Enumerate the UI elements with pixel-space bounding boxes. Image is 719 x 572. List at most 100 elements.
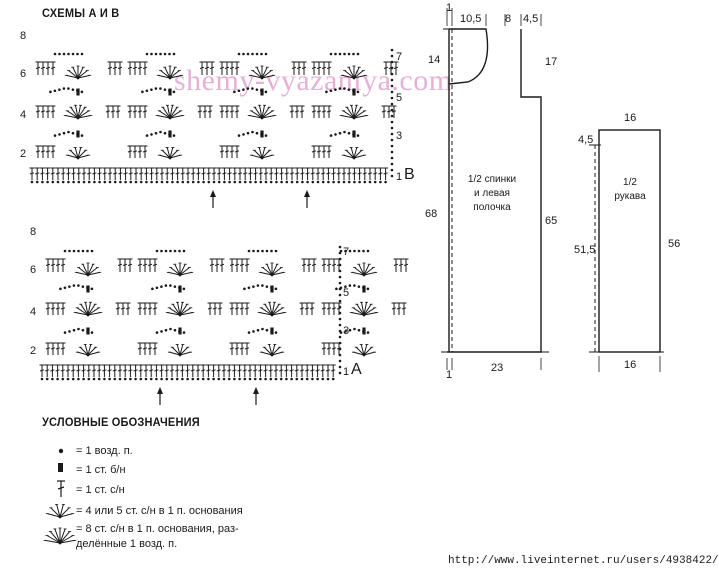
- fan-symbol: [341, 146, 367, 160]
- back-outline: [448, 28, 489, 85]
- chain-dot: [390, 144, 394, 148]
- chain-dot: [353, 284, 356, 287]
- chain-dot: [344, 249, 347, 253]
- chain-dot: [207, 180, 211, 184]
- chain-dot: [164, 249, 168, 253]
- double-crochet-symbol: [127, 105, 133, 118]
- double-crochet-symbol: [229, 145, 235, 158]
- double-crochet-symbol: [29, 167, 35, 180]
- chain-dot: [197, 180, 200, 184]
- chain-dot: [150, 133, 153, 136]
- double-crochet-symbol: [321, 145, 327, 158]
- chain-dot: [108, 377, 111, 381]
- sleeve-dim-top: 16: [624, 112, 637, 124]
- sleeve-dim-height-left: 51,5: [574, 244, 596, 256]
- double-crochet-symbol: [391, 302, 397, 315]
- double-crochet-symbol: [45, 342, 51, 355]
- chain-dot: [368, 180, 372, 184]
- chain-dot: [243, 180, 247, 184]
- double-crochet-symbol: [112, 61, 118, 75]
- double-crochet-symbol: [234, 258, 240, 272]
- double-crochet-symbol: [65, 364, 71, 377]
- chain-dot: [62, 52, 66, 56]
- double-crochet-symbol: [96, 364, 102, 377]
- chain-dot: [243, 287, 246, 291]
- fan-symbol: [64, 65, 92, 80]
- double-crochet-symbol: [159, 364, 165, 377]
- chain-dot: [46, 180, 49, 184]
- double-crochet-symbol: [315, 364, 321, 377]
- chain-dot: [343, 87, 346, 90]
- chain-dot: [233, 180, 237, 184]
- chain-dot: [90, 287, 94, 291]
- chain-dot: [233, 377, 236, 381]
- chain-dot: [58, 133, 61, 136]
- double-crochet-symbol: [60, 258, 66, 272]
- chain-dot: [81, 328, 85, 332]
- chain-dot: [338, 335, 342, 339]
- double-crochet-symbol: [258, 167, 264, 180]
- chain-dot: [390, 96, 394, 100]
- double-crochet-symbol: [336, 167, 342, 180]
- double-crochet-symbol: [211, 364, 217, 377]
- legend-item-fan-large: = 8 ст. с/н в 1 п. основания, раз-: [76, 523, 239, 535]
- repeat-arrow: [253, 387, 259, 405]
- double-crochet-symbol: [306, 258, 312, 272]
- chain-dot: [81, 249, 85, 253]
- double-crochet-symbol: [55, 302, 61, 315]
- chain-dot: [53, 134, 57, 137]
- chain-dot: [71, 131, 75, 135]
- double-crochet-symbol: [326, 105, 332, 118]
- chain-dot: [129, 180, 133, 184]
- chain-dot: [61, 377, 65, 381]
- double-crochet-symbol: [102, 167, 108, 180]
- chain-dot: [338, 359, 342, 363]
- chain-dot: [159, 130, 162, 134]
- chain-dot: [68, 330, 71, 333]
- double-crochet-symbol: [154, 167, 160, 180]
- double-crochet-symbol: [279, 167, 285, 180]
- double-crochet-symbol: [252, 364, 258, 377]
- double-crochet-symbol: [321, 258, 327, 272]
- chain-dot: [251, 52, 254, 56]
- chain-dot: [97, 377, 101, 381]
- double-crochet-symbol: [216, 364, 222, 377]
- chain-dot: [390, 138, 394, 142]
- chain-dot: [311, 377, 314, 381]
- double-crochet-symbol: [294, 364, 300, 377]
- fan-symbol: [63, 104, 93, 120]
- chain-dot: [338, 245, 342, 249]
- source-url[interactable]: http://www.liveinternet.ru/users/4938422…: [448, 555, 719, 567]
- chain-dot: [90, 249, 94, 253]
- double-crochet-symbol: [289, 105, 295, 118]
- chain-dot: [348, 249, 352, 253]
- chain-dot: [155, 331, 159, 334]
- double-crochet-symbol: [321, 342, 327, 355]
- chain-dot: [338, 269, 342, 273]
- double-crochet-symbol: [209, 258, 215, 272]
- chain-dot: [186, 180, 190, 184]
- chain-dot: [279, 377, 283, 381]
- chain-dot: [175, 377, 179, 381]
- chain-dot: [80, 90, 84, 94]
- fan-symbol: [157, 146, 183, 160]
- chain-dot: [259, 180, 263, 184]
- chain-dot: [301, 180, 304, 184]
- double-crochet-symbol: [362, 167, 368, 180]
- double-crochet-symbol: [60, 364, 66, 377]
- chain-dot: [67, 130, 70, 134]
- chain-dot: [334, 133, 337, 136]
- fan-symbol: [167, 343, 193, 357]
- double-crochet-symbol: [244, 302, 250, 315]
- chain-dot: [327, 180, 330, 184]
- double-crochet-symbol: [207, 105, 213, 118]
- double-crochet-symbol: [81, 364, 87, 377]
- single-crochet-mark: [362, 327, 366, 335]
- back-dim-top-1: 1: [446, 2, 453, 14]
- chain-dot: [332, 180, 335, 184]
- fan-symbol: [249, 146, 275, 160]
- double-crochet-symbol: [97, 167, 103, 180]
- double-crochet-symbol: [35, 145, 41, 158]
- double-crochet-symbol: [107, 364, 113, 377]
- double-crochet-symbol: [237, 364, 243, 377]
